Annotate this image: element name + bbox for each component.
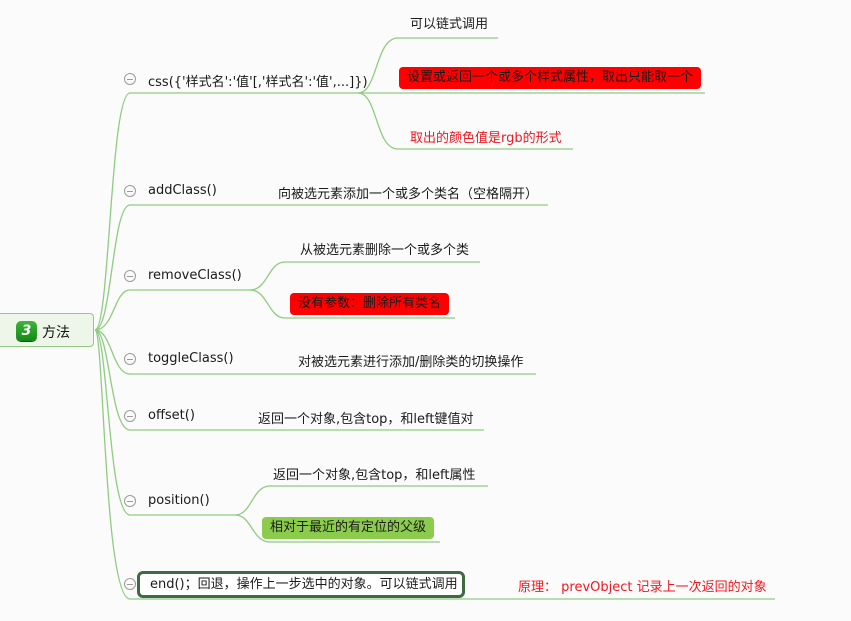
branch-end-label: end()；回退，操作上一步选中的对象。可以链式调用 xyxy=(150,577,458,592)
collapse-minus-icon[interactable] xyxy=(124,73,136,85)
priority-badge-icon: 3 xyxy=(16,321,37,341)
collapse-minus-icon[interactable] xyxy=(124,495,136,507)
offset-note[interactable]: 返回一个对象,包含top，和left键值对 xyxy=(258,412,474,427)
collapse-minus-icon[interactable] xyxy=(124,185,136,197)
branch-position[interactable]: position() xyxy=(148,493,210,508)
branch-removeclass[interactable]: removeClass() xyxy=(148,268,242,283)
root-node[interactable] xyxy=(0,313,94,347)
end-note-prevobject[interactable]: 原理： prevObject 记录上一次返回的对象 xyxy=(518,580,767,595)
css-note-chainable[interactable]: 可以链式调用 xyxy=(410,17,489,32)
css-note-rgb[interactable]: 取出的颜色值是rgb的形式 xyxy=(410,131,562,146)
position-note-relative-highlight[interactable]: 相对于最近的有定位的父级 xyxy=(262,517,435,539)
collapse-minus-icon[interactable] xyxy=(124,353,136,365)
collapse-minus-icon[interactable] xyxy=(124,410,136,422)
addclass-note[interactable]: 向被选元素添加一个或多个类名（空格隔开） xyxy=(278,187,539,202)
branch-end-selected[interactable]: end()；回退，操作上一步选中的对象。可以链式调用 xyxy=(137,571,465,598)
branch-toggleclass[interactable]: toggleClass() xyxy=(148,351,234,366)
branch-addclass[interactable]: addClass() xyxy=(148,183,217,198)
toggleclass-note[interactable]: 对被选元素进行添加/删除类的切换操作 xyxy=(298,355,524,370)
collapse-minus-icon[interactable] xyxy=(124,270,136,282)
position-note[interactable]: 返回一个对象,包含top，和left属性 xyxy=(273,468,476,483)
css-note-set-get-highlight[interactable]: 设置或返回一个或多个样式属性，取出只能取一个 xyxy=(399,67,702,89)
removeclass-note[interactable]: 从被选元素删除一个或多个类 xyxy=(300,243,470,258)
branch-css[interactable]: css({'样式名':'值'[,'样式名':'值',...]}) xyxy=(148,75,368,90)
collapse-minus-icon[interactable] xyxy=(124,578,136,590)
branch-offset[interactable]: offset() xyxy=(148,408,195,423)
removeclass-note-no-args-highlight[interactable]: 没有参数：删除所有类名 xyxy=(290,293,450,315)
root-node-label: 方法 xyxy=(42,325,70,341)
